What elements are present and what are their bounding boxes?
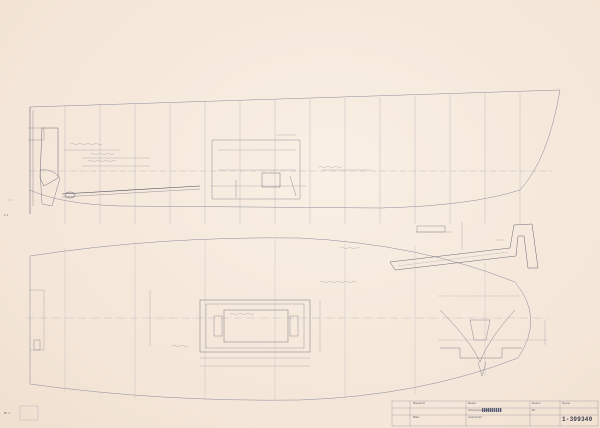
cross-sections	[438, 295, 548, 377]
plan-view	[26, 237, 548, 401]
title-row1-field4: Name	[562, 401, 571, 405]
title-row2-field2: Ausschnitt	[468, 415, 482, 419]
left-margin-mark: 1,1	[4, 213, 9, 217]
detail-section	[389, 222, 539, 271]
left-margin-note: Bl. 1	[4, 411, 11, 415]
left-margin	[8, 199, 39, 421]
title-row1-field3: Datum	[532, 401, 541, 405]
title-row2-field3: Bl.	[532, 408, 536, 412]
title-row1-field1: Bauwerft	[413, 401, 425, 405]
stamp-mark	[482, 408, 502, 412]
title-row1-field2: Bearb.	[468, 401, 477, 405]
title-row2-field1: Sitzgruppe / Plicht	[468, 408, 493, 412]
side-profile-view	[28, 89, 561, 224]
title-row3-field1: Blatt	[413, 415, 420, 419]
scribbles	[69, 143, 361, 347]
drawing-number: 1-399340	[562, 416, 593, 423]
